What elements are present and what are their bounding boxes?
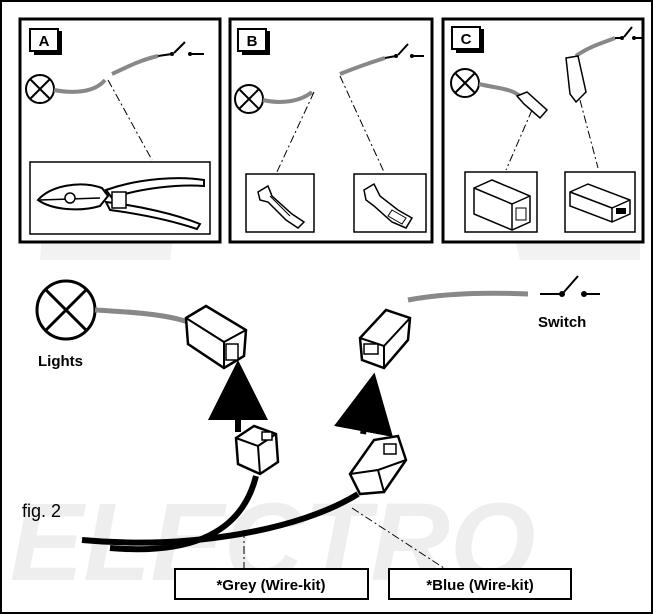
cutting-pliers-icon [36, 177, 205, 231]
switch-icon [615, 26, 642, 40]
blue-wire-kit [81, 491, 360, 546]
figure-label: fig. 2 [22, 501, 61, 521]
male-connector-blue [348, 434, 408, 496]
switch-wire-main [407, 290, 529, 303]
panel-b: B [228, 17, 434, 244]
panel-c: C [441, 17, 645, 244]
panel-c-leader-2 [579, 99, 599, 169]
female-connector-lamp-side [184, 304, 248, 370]
switch-icon [384, 43, 424, 59]
panel-a-leader [107, 79, 153, 161]
lamp-wire-main [94, 307, 189, 325]
grey-wire-label: *Grey (Wire-kit) [216, 577, 325, 594]
panel-c-leader-1 [505, 109, 533, 171]
panel-b-leader-1 [275, 91, 315, 175]
blue-leader [351, 507, 451, 573]
switch-wire [574, 36, 616, 58]
female-terminal-icon [363, 182, 414, 229]
switch-icon [157, 41, 204, 57]
lamp-wire [53, 78, 107, 94]
lamp-icon [25, 74, 55, 104]
crimped-terminal-2 [565, 55, 587, 104]
male-connector-grey [234, 424, 280, 476]
blue-wire-label: *Blue (Wire-kit) [426, 577, 533, 594]
male-housing-icon [569, 183, 631, 223]
lamp-icon [450, 68, 480, 98]
switch-icon [540, 275, 600, 297]
insert-arrow-blue [333, 372, 393, 438]
female-housing-icon [473, 179, 531, 231]
panel-b-letter: B [247, 33, 258, 50]
male-terminal-icon [257, 184, 306, 229]
panel-b-leader-2 [339, 75, 385, 173]
female-connector-switch-side [358, 308, 412, 370]
blue-wire-label-box [388, 568, 572, 600]
lamp-wire [262, 90, 314, 104]
crimped-terminal-1 [515, 91, 549, 120]
switch-wire [111, 54, 159, 76]
panel-a-letter: A [39, 33, 50, 50]
panel-a: A [18, 17, 222, 244]
lights-label: Lights [38, 353, 83, 370]
lamp-icon [234, 84, 264, 114]
grey-wire-label-box [174, 568, 369, 600]
switch-wire [339, 56, 386, 76]
lamp-wire [478, 82, 522, 98]
panel-c-letter: C [461, 31, 472, 48]
main-lamp [35, 279, 97, 341]
switch-label: Switch [538, 314, 586, 331]
